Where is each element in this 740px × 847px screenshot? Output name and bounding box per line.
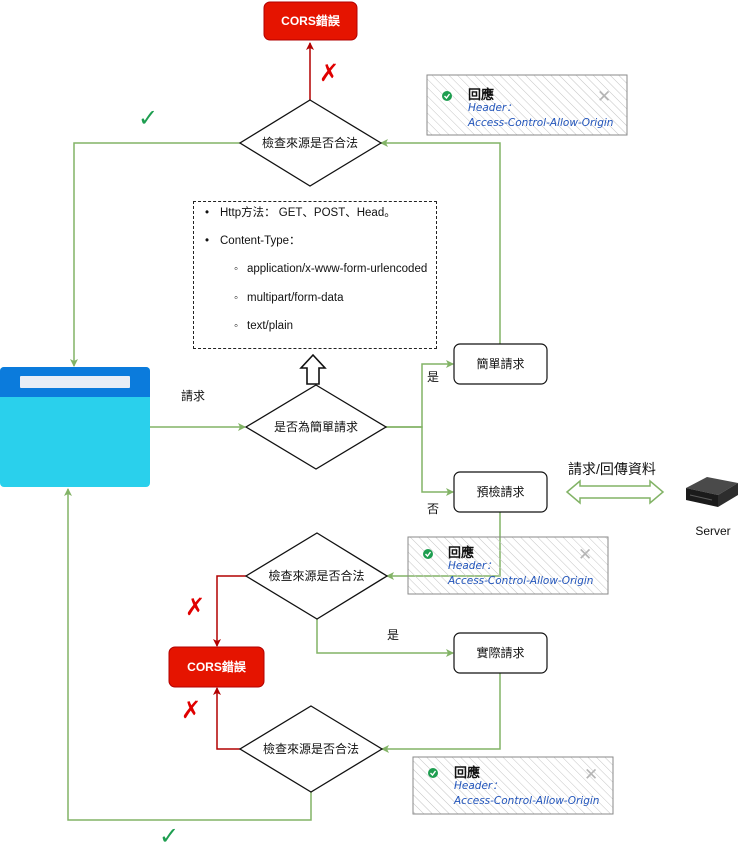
cross-mark-top: ✗ <box>319 59 339 87</box>
server-icon <box>686 477 738 507</box>
simple-request-label: 簡單請求 <box>476 356 524 371</box>
response-note-middle: 回應 Header： Access-Control-Allow-Origin ✕ <box>407 536 609 595</box>
close-icon: ✕ <box>597 87 611 107</box>
response-note-value: Access-Control-Allow-Origin <box>453 795 599 807</box>
bottom-check-origin-label: 檢查來源是否合法 <box>263 741 359 756</box>
request-edge-label: 請求 <box>181 389 205 403</box>
edge-is-simple-to-simple-request <box>386 360 454 428</box>
success-check-icon <box>428 768 438 778</box>
response-note-header: Header： <box>454 780 503 792</box>
content-type-option: multipart/form-data <box>234 291 344 305</box>
actual-request-box <box>453 632 548 674</box>
check-mark-bottom: ✓ <box>159 822 179 847</box>
mid-cors-error-box <box>168 646 265 688</box>
mid-cors-error-label: CORS錯誤 <box>187 659 247 674</box>
close-icon: ✕ <box>578 545 592 565</box>
condition-method: Http方法： GET、POST、Head。 <box>205 206 396 220</box>
response-note-top: 回應 Header： Access-Control-Allow-Origin ✕ <box>426 74 628 136</box>
edge-simple-request-to-top-check <box>380 139 501 344</box>
bottom-check-origin-diamond <box>238 705 384 793</box>
close-icon: ✕ <box>584 765 598 785</box>
mid-check-origin-diamond <box>244 532 389 620</box>
top-cors-error-box <box>263 1 358 41</box>
check-mark-top: ✓ <box>138 104 158 132</box>
response-note-title: 回應 <box>448 545 474 560</box>
browser-window-icon <box>0 367 150 487</box>
top-cors-error-label: CORS錯誤 <box>281 13 341 28</box>
content-type-option: text/plain <box>234 319 293 333</box>
no-edge-label-preflight: 否 <box>427 502 439 516</box>
content-type-option: application/x-www-form-urlencoded <box>234 262 427 276</box>
response-note-title: 回應 <box>468 87 494 102</box>
top-check-origin-label: 檢查來源是否合法 <box>262 135 358 150</box>
simple-request-conditions: Http方法： GET、POST、Head。 Content-Type： app… <box>193 201 437 349</box>
mid-check-origin-label: 檢查來源是否合法 <box>268 568 364 583</box>
edge-bottom-check-to-error <box>213 687 240 750</box>
response-note-value: Access-Control-Allow-Origin <box>467 117 613 129</box>
conditions-pointer-arrow <box>299 353 327 385</box>
cross-mark-bottom: ✗ <box>181 696 201 724</box>
edge-bottom-check-to-browser <box>64 488 312 821</box>
success-check-icon <box>442 91 452 101</box>
preflight-request-box <box>453 471 548 513</box>
response-note-header: Header： <box>468 102 517 114</box>
success-check-icon <box>423 549 433 559</box>
edge-mid-check-to-error <box>213 575 246 647</box>
edge-top-check-to-browser <box>70 142 240 367</box>
yes-edge-label-simple: 是 <box>427 370 439 384</box>
response-note-value: Access-Control-Allow-Origin <box>447 575 593 587</box>
edge-is-simple-to-preflight <box>386 426 454 496</box>
preflight-request-label: 預檢請求 <box>476 484 524 499</box>
response-note-bottom: 回應 Header： Access-Control-Allow-Origin ✕ <box>412 756 614 815</box>
cross-mark-mid: ✗ <box>185 593 205 621</box>
edge-mid-check-to-actual <box>316 619 454 657</box>
condition-content-type: Content-Type： <box>205 234 301 248</box>
response-note-header: Header： <box>448 560 497 572</box>
edge-actual-to-bottom-check <box>381 673 501 753</box>
server-label: Server <box>695 524 730 538</box>
exchange-label: 請求/回傳資料 <box>568 461 656 477</box>
is-simple-request-diamond <box>244 384 388 470</box>
simple-request-box <box>453 343 548 385</box>
yes-edge-label-actual: 是 <box>387 628 399 642</box>
top-check-origin-diamond <box>238 99 383 187</box>
response-note-title: 回應 <box>454 765 480 780</box>
exchange-double-arrow <box>565 479 665 505</box>
is-simple-request-label: 是否為簡單請求 <box>274 419 358 434</box>
actual-request-label: 實際請求 <box>476 645 524 660</box>
